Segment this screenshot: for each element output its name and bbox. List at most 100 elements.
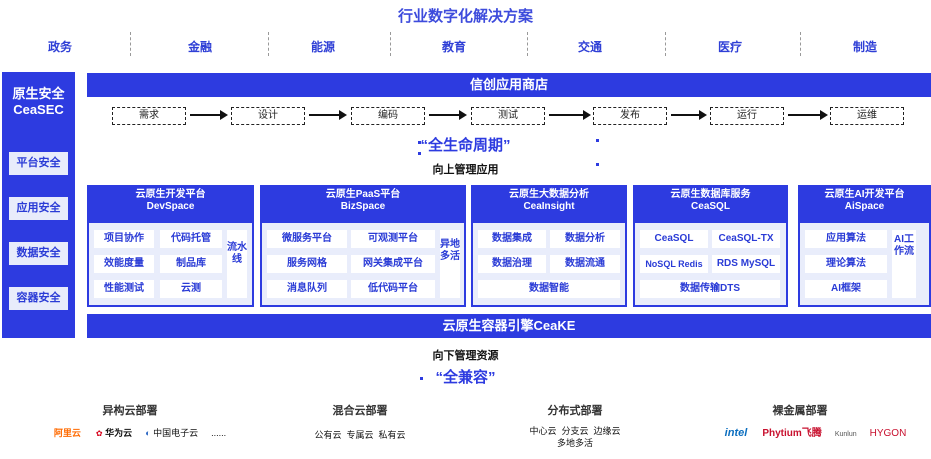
arrow-head-icon xyxy=(583,110,591,120)
dot-marker xyxy=(596,163,599,166)
module-aispace[interactable]: 云原生AI开发平台 AiSpace 应用算法 理论算法 AI框架 AI工作流 xyxy=(798,185,931,307)
item-mq[interactable]: 消息队列 xyxy=(267,280,347,298)
huawei-icon: ✿ xyxy=(95,429,103,438)
module-ceasql-header: 云原生数据库服务 CeaSQL xyxy=(633,189,788,213)
module-subtitle: DevSpace xyxy=(146,201,195,212)
module-body: 微服务平台 可观测平台 服务网格 网关集成平台 消息队列 低代码平台 异地多活 xyxy=(262,223,464,305)
arrow xyxy=(788,114,820,116)
divider xyxy=(390,32,391,56)
item-ceasql-tx[interactable]: CeaSQL-TX xyxy=(712,230,780,248)
lifecycle-label: “全生命周期” xyxy=(420,137,511,154)
stage-testing[interactable]: 测试 xyxy=(471,107,545,125)
industry-manufacturing[interactable]: 制造 xyxy=(852,40,877,54)
deploy-hybrid-title: 混合云部署 xyxy=(332,405,388,417)
industry-gov[interactable]: 政务 xyxy=(47,40,72,54)
resources-label: “全兼容” xyxy=(435,369,496,386)
item-rds-mysql[interactable]: RDS MySQL xyxy=(712,255,780,273)
item-theory-algorithm[interactable]: 理论算法 xyxy=(805,255,887,273)
arrow-head-icon xyxy=(699,110,707,120)
stage-release[interactable]: 发布 xyxy=(593,107,667,125)
item-gateway[interactable]: 网关集成平台 xyxy=(351,255,435,273)
item-efficiency[interactable]: 效能度量 xyxy=(94,255,154,273)
container-engine-bar[interactable]: 云原生容器引擎CeaKE xyxy=(87,314,931,338)
module-title: 云原生数据库服务 xyxy=(670,189,751,200)
item-lowcode[interactable]: 低代码平台 xyxy=(351,280,435,298)
module-ceasql[interactable]: 云原生数据库服务 CeaSQL CeaSQL CeaSQL-TX NoSQL R… xyxy=(633,185,788,307)
vendor-hygon: HYGON xyxy=(869,428,907,439)
arrow xyxy=(429,114,459,116)
item-nosql-redis[interactable]: NoSQL Redis xyxy=(640,255,708,273)
industry-finance[interactable]: 金融 xyxy=(187,40,212,54)
item-perf-test[interactable]: 性能测试 xyxy=(94,280,154,298)
cec-icon: ◐ xyxy=(145,428,151,438)
deploy-baremetal-title: 裸金属部署 xyxy=(772,405,828,417)
module-ceainsight-header: 云原生大数据分析 CeaInsight xyxy=(471,189,627,213)
dot-marker xyxy=(596,139,599,142)
module-title: 云原生大数据分析 xyxy=(509,189,589,200)
item-project-collab[interactable]: 项目协作 xyxy=(94,230,154,248)
item-microservice[interactable]: 微服务平台 xyxy=(267,230,347,248)
item-data-intelligence[interactable]: 数据智能 xyxy=(478,280,620,298)
security-platform[interactable]: 平台安全 xyxy=(9,152,68,175)
industry-transport[interactable]: 交通 xyxy=(577,40,602,54)
deploy-distributed-line1: 中心云 分支云 边缘云 xyxy=(529,426,621,436)
item-code-hosting[interactable]: 代码托管 xyxy=(160,230,222,248)
item-artifact-repo[interactable]: 制品库 xyxy=(160,255,222,273)
item-app-algorithm[interactable]: 应用算法 xyxy=(805,230,887,248)
vendor-aliyun: 阿里云 xyxy=(53,428,81,438)
app-store-bar[interactable]: 信创应用商店 xyxy=(87,73,931,97)
security-data[interactable]: 数据安全 xyxy=(9,242,68,265)
vendor-cec: 中国电子云 xyxy=(153,428,199,438)
item-data-circulation[interactable]: 数据流通 xyxy=(550,255,620,273)
arrow-head-icon xyxy=(220,110,228,120)
module-devspace[interactable]: 云原生开发平台 DevSpace 项目协作 代码托管 效能度量 制品库 性能测试… xyxy=(87,185,254,307)
security-container[interactable]: 容器安全 xyxy=(9,287,68,310)
lifecycle-sub: 向上管理应用 xyxy=(432,164,499,176)
industry-medical[interactable]: 医疗 xyxy=(717,40,742,54)
module-bizspace[interactable]: 云原生PaaS平台 BizSpace 微服务平台 可观测平台 服务网格 网关集成… xyxy=(260,185,466,307)
item-ai-framework[interactable]: AI框架 xyxy=(805,280,887,298)
item-data-analysis[interactable]: 数据分析 xyxy=(550,230,620,248)
item-observability[interactable]: 可观测平台 xyxy=(351,230,435,248)
item-data-integration[interactable]: 数据集成 xyxy=(478,230,546,248)
security-application[interactable]: 应用安全 xyxy=(9,197,68,220)
stage-running[interactable]: 运行 xyxy=(710,107,784,125)
stage-design[interactable]: 设计 xyxy=(231,107,305,125)
module-ceainsight[interactable]: 云原生大数据分析 CeaInsight 数据集成 数据分析 数据治理 数据流通 … xyxy=(471,185,627,307)
item-data-governance[interactable]: 数据治理 xyxy=(478,255,546,273)
security-title: 原生安全 CeaSEC xyxy=(2,86,75,118)
item-pipeline[interactable]: 流水线 xyxy=(227,230,247,298)
security-title-line2: CeaSEC xyxy=(13,102,64,117)
item-ceasql[interactable]: CeaSQL xyxy=(640,230,708,248)
module-subtitle: CeaInsight xyxy=(523,201,575,212)
industry-education[interactable]: 教育 xyxy=(441,40,466,54)
divider xyxy=(268,32,269,56)
module-body: 项目协作 代码托管 效能度量 制品库 性能测试 云测 流水线 xyxy=(89,223,252,305)
module-title: 云原生PaaS平台 xyxy=(325,189,401,200)
vendor-intel: intel xyxy=(724,427,748,439)
arrow-head-icon xyxy=(820,110,828,120)
arrow-head-icon xyxy=(459,110,467,120)
industry-energy[interactable]: 能源 xyxy=(310,40,335,54)
item-ai-workflow[interactable]: AI工作流 xyxy=(892,230,916,298)
dot-marker xyxy=(420,377,423,380)
dot-marker xyxy=(418,141,421,144)
deploy-distributed-line2: 多地多活 xyxy=(556,438,593,448)
stage-maintenance[interactable]: 运维 xyxy=(830,107,904,125)
item-service-mesh[interactable]: 服务网格 xyxy=(267,255,347,273)
security-title-line1: 原生安全 xyxy=(12,86,65,101)
arrow xyxy=(549,114,583,116)
item-dts[interactable]: 数据传输DTS xyxy=(640,280,780,298)
module-title: 云原生开发平台 xyxy=(135,189,206,200)
deploy-heterogeneous-vendors: 阿里云 ✿ 华为云 ◐ 中国电子云 ...... xyxy=(25,426,255,439)
divider xyxy=(665,32,666,56)
resources-sub: 向下管理资源 xyxy=(432,350,499,362)
module-subtitle: BizSpace xyxy=(340,201,386,212)
divider xyxy=(800,32,801,56)
stage-coding[interactable]: 编码 xyxy=(351,107,425,125)
module-aispace-header: 云原生AI开发平台 AiSpace xyxy=(798,189,931,213)
security-panel: 原生安全 CeaSEC 平台安全 应用安全 数据安全 容器安全 xyxy=(2,72,75,338)
item-multi-active[interactable]: 异地多活 xyxy=(440,230,460,298)
item-cloud-test[interactable]: 云测 xyxy=(160,280,222,298)
stage-requirement[interactable]: 需求 xyxy=(112,107,186,125)
